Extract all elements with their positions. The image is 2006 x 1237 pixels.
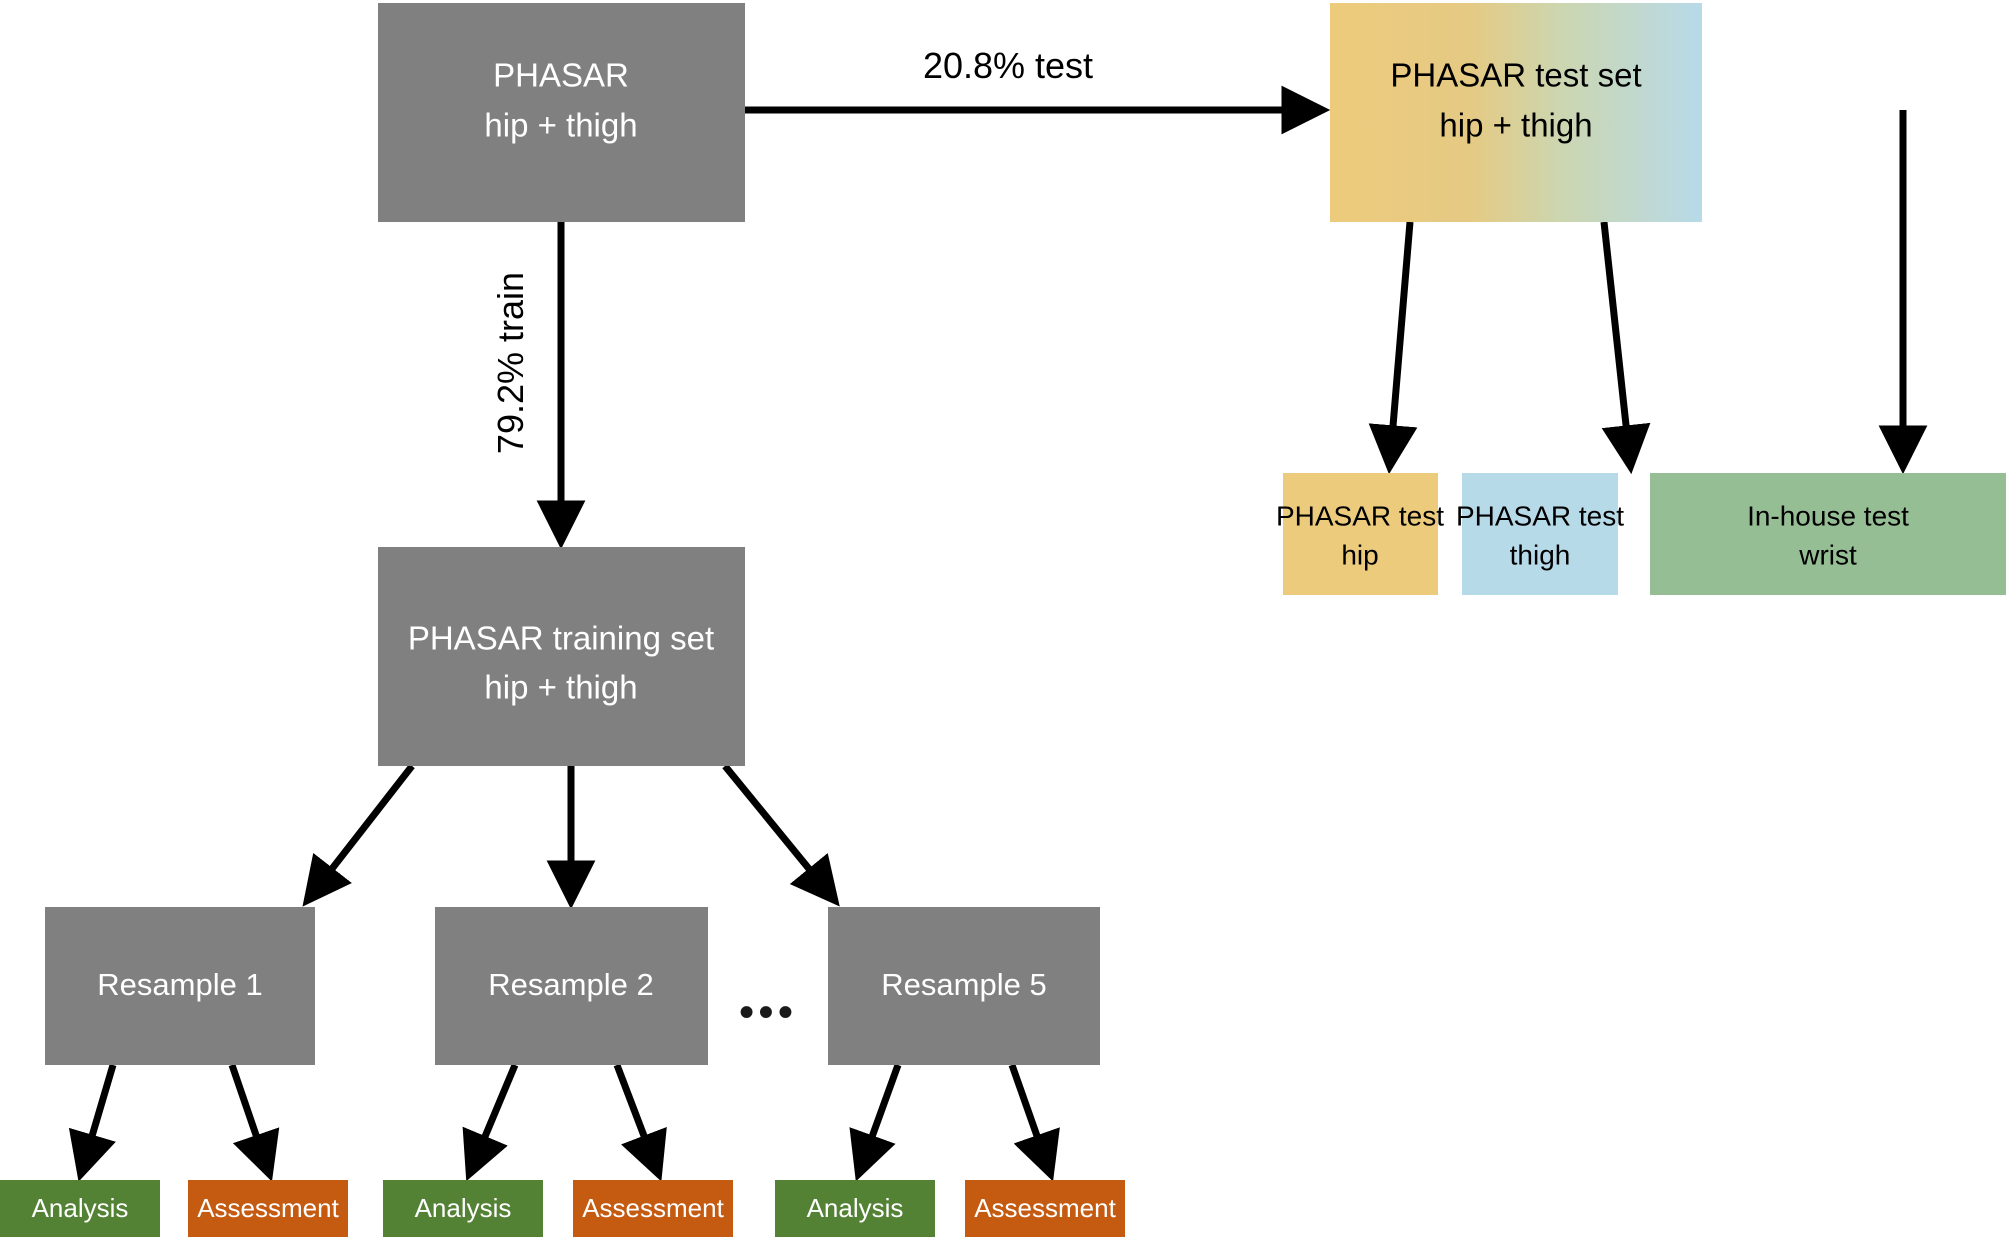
node-phasar-training-set-rect	[378, 547, 745, 766]
node-phasar-source-line2: hip + thigh	[484, 107, 637, 144]
node-assessment-2-rect	[573, 1180, 733, 1237]
node-phasar-test-thigh[interactable]: PHASAR test thigh	[1456, 473, 1624, 595]
node-analysis-2[interactable]: Analysis	[383, 1180, 543, 1237]
node-phasar-source[interactable]: PHASAR hip + thigh	[378, 3, 745, 222]
node-analysis-1[interactable]: Analysis	[0, 1180, 160, 1237]
node-assessment-1[interactable]: Assessment	[188, 1180, 348, 1237]
edge-training-to-resample-1	[302, 763, 415, 907]
node-assessment-2-label: Assessment	[582, 1193, 724, 1223]
node-phasar-test-hip-rect	[1283, 473, 1438, 595]
node-phasar-test-set-line1: PHASAR test set	[1390, 57, 1641, 94]
edge-label-test-split: 20.8% test	[923, 45, 1093, 86]
node-assessment-1-label: Assessment	[197, 1193, 339, 1223]
node-phasar-test-hip-line2: hip	[1341, 539, 1378, 570]
node-phasar-training-set-line1: PHASAR training set	[408, 620, 714, 657]
node-phasar-test-thigh-rect	[1462, 473, 1618, 595]
node-analysis-1-rect	[0, 1180, 160, 1237]
node-resample-1-rect	[45, 907, 315, 1065]
node-analysis-2-label: Analysis	[415, 1193, 512, 1223]
node-resample-5-label: Resample 5	[881, 967, 1046, 1002]
node-phasar-source-rect	[378, 3, 745, 222]
node-resample-5-rect	[828, 907, 1100, 1065]
node-phasar-source-line1: PHASAR	[493, 57, 629, 94]
edge-resample-2-to-assessment	[613, 1063, 667, 1182]
edge-resample-1-to-analysis	[68, 1064, 117, 1182]
node-assessment-5[interactable]: Assessment	[965, 1180, 1125, 1237]
edge-resample-1-to-assessment	[228, 1063, 280, 1182]
node-analysis-5-label: Analysis	[807, 1193, 904, 1223]
resample-ellipsis: •••	[739, 988, 797, 1037]
node-phasar-training-set[interactable]: PHASAR training set hip + thigh	[378, 547, 745, 766]
node-resample-5[interactable]: Resample 5	[828, 907, 1100, 1065]
node-inhouse-test-wrist[interactable]: In-house test wrist	[1650, 473, 2006, 595]
node-phasar-test-thigh-line2: thigh	[1510, 539, 1571, 570]
edge-test-set-to-test-thigh	[1600, 221, 1651, 475]
edge-resample-5-to-analysis	[849, 1063, 902, 1182]
node-phasar-test-hip-line1: PHASAR test	[1276, 500, 1444, 531]
node-analysis-2-rect	[383, 1180, 543, 1237]
node-analysis-5[interactable]: Analysis	[775, 1180, 935, 1237]
node-phasar-test-hip[interactable]: PHASAR test hip	[1276, 473, 1444, 595]
node-inhouse-test-wrist-line2: wrist	[1798, 539, 1857, 570]
node-phasar-test-thigh-line1: PHASAR test	[1456, 500, 1624, 531]
edge-resample-2-to-analysis	[462, 1063, 519, 1182]
edge-test-set-to-test-hip	[1368, 221, 1418, 475]
node-resample-2[interactable]: Resample 2	[435, 907, 708, 1065]
node-assessment-5-rect	[965, 1180, 1125, 1237]
node-inhouse-test-wrist-rect	[1650, 473, 2006, 595]
node-phasar-test-set-rect	[1330, 3, 1702, 222]
node-resample-1[interactable]: Resample 1	[45, 907, 315, 1065]
node-assessment-2[interactable]: Assessment	[573, 1180, 733, 1237]
node-analysis-1-label: Analysis	[32, 1193, 129, 1223]
edge-label-train-split: 79.2% train	[490, 272, 531, 454]
node-inhouse-test-wrist-line1: In-house test	[1747, 500, 1909, 531]
node-assessment-5-label: Assessment	[974, 1193, 1116, 1223]
edge-resample-5-to-assessment	[1008, 1063, 1060, 1182]
edge-training-to-resample-5	[722, 763, 840, 907]
node-assessment-1-rect	[188, 1180, 348, 1237]
node-phasar-test-set-line2: hip + thigh	[1439, 107, 1592, 144]
node-phasar-test-set[interactable]: PHASAR test set hip + thigh	[1330, 3, 1702, 222]
node-resample-2-rect	[435, 907, 708, 1065]
node-resample-1-label: Resample 1	[97, 967, 262, 1002]
node-resample-2-label: Resample 2	[488, 967, 653, 1002]
node-phasar-training-set-line2: hip + thigh	[484, 669, 637, 706]
node-analysis-5-rect	[775, 1180, 935, 1237]
